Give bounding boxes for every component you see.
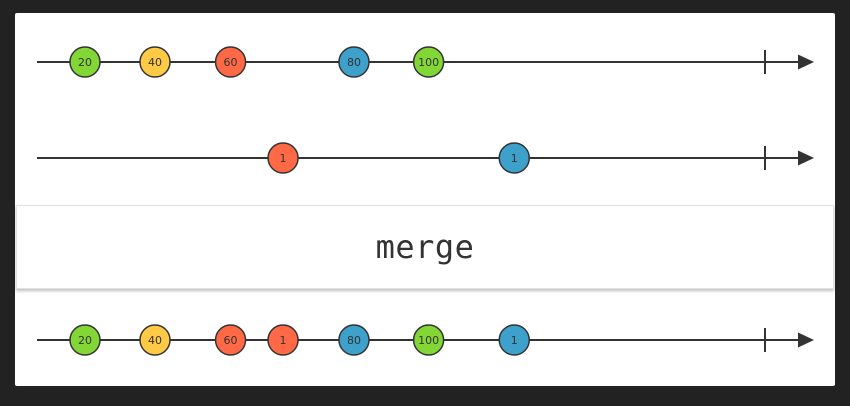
marble-label: 1: [511, 334, 518, 347]
arrow-head-icon: [798, 54, 814, 70]
marble-label: 1: [280, 334, 287, 347]
marble: 40: [139, 324, 171, 356]
arrow-head-icon: [798, 150, 814, 166]
marble-label: 80: [347, 56, 361, 69]
marble-circle: [139, 324, 171, 356]
marble: 40: [139, 46, 171, 78]
operator-box: merge: [16, 205, 834, 289]
marble-label: 80: [347, 334, 361, 347]
marble: 1: [498, 324, 531, 356]
marble-label: 1: [280, 152, 287, 165]
marble-label: 40: [148, 334, 162, 347]
marble: 80: [338, 324, 370, 356]
marble: 100: [412, 46, 445, 78]
marble-circle: [139, 46, 171, 78]
marble-circle: [69, 324, 101, 356]
marble-label: 60: [224, 334, 238, 347]
marble-label: 20: [78, 56, 92, 69]
marble: 20: [69, 324, 101, 356]
marble-label: 20: [78, 334, 92, 347]
timeline-input: 20 40 60 80 100: [37, 46, 814, 78]
timeline-output: 20 40 60 1 80 100 1: [37, 324, 814, 356]
marble-circle: [267, 324, 299, 356]
marble-circle: [69, 46, 101, 78]
marble: 1: [267, 324, 299, 356]
marble-circle: [412, 324, 445, 356]
marble-circle: [338, 324, 370, 356]
marble-label: 1: [511, 152, 518, 165]
marble-label: 40: [148, 56, 162, 69]
arrow-head-icon: [798, 332, 814, 348]
marble: 60: [214, 46, 247, 78]
marble-label: 60: [224, 56, 238, 69]
marble-label: 100: [418, 56, 439, 69]
marble: 1: [498, 142, 531, 174]
marble-label: 100: [418, 334, 439, 347]
marble: 100: [412, 324, 445, 356]
marble-circle: [498, 324, 531, 356]
marble: 1: [267, 142, 299, 174]
marble-circle: [214, 324, 247, 356]
marble-circle: [338, 46, 370, 78]
marble-circle: [412, 46, 445, 78]
marble-circle: [498, 142, 531, 174]
marble-circle: [267, 142, 299, 174]
marble: 80: [338, 46, 370, 78]
operator-label: merge: [375, 228, 475, 266]
marble-circle: [214, 46, 247, 78]
marble: 20: [69, 46, 101, 78]
marble: 60: [214, 324, 247, 356]
